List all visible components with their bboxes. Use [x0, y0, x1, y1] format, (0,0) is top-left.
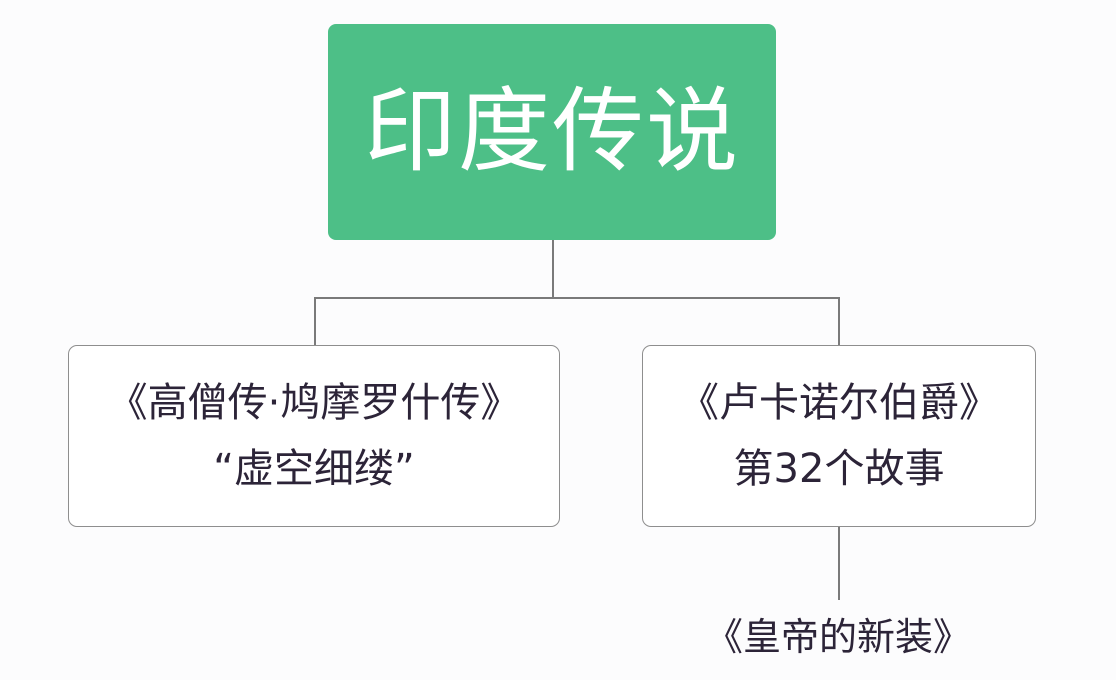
- connector-right-drop: [838, 297, 840, 345]
- connector-branch-horizontal: [314, 297, 839, 299]
- leaf-node-emperors-new-clothes: 《皇帝的新装》: [704, 615, 971, 659]
- connector-left-drop: [314, 297, 316, 345]
- connector-root-trunk: [552, 240, 554, 298]
- connector-leaf-drop: [838, 527, 840, 600]
- child-node-count-lucanor: 《卢卡诺尔伯爵》 第32个故事: [642, 345, 1036, 527]
- child-node-gaoseng-zhuan: 《高僧传·鸠摩罗什传》 “虚空细缕”: [68, 345, 560, 527]
- child-node-title: 《卢卡诺尔伯爵》: [679, 380, 999, 426]
- child-node-title: 《高僧传·鸠摩罗什传》: [107, 380, 521, 426]
- root-node: 印度传说: [328, 24, 776, 240]
- root-node-label: 印度传说: [363, 78, 740, 185]
- child-node-subtitle: “虚空细缕”: [213, 446, 415, 492]
- child-node-subtitle: 第32个故事: [733, 446, 945, 492]
